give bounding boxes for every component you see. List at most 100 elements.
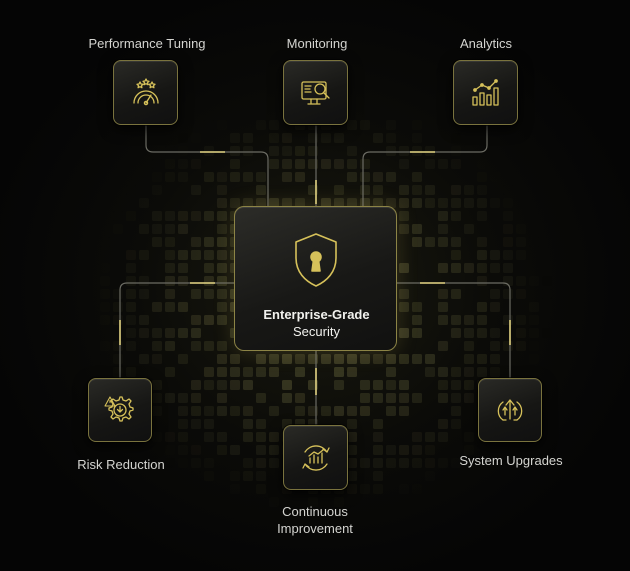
grid-cell	[243, 471, 253, 481]
grid-cell	[217, 341, 227, 351]
grid-cell	[373, 484, 383, 494]
grid-cell	[217, 445, 227, 455]
grid-cell	[451, 419, 461, 429]
grid-cell	[438, 315, 448, 325]
grid-cell	[126, 302, 136, 312]
grid-cell	[178, 354, 188, 364]
performance-tuning-card[interactable]	[113, 60, 178, 125]
grid-cell	[126, 263, 136, 273]
connector-performance	[145, 125, 269, 206]
grid-cell	[412, 393, 422, 403]
grid-cell	[373, 354, 383, 364]
speedometer-stars-icon	[132, 77, 159, 105]
grid-cell	[451, 250, 461, 260]
grid-cell	[191, 328, 201, 338]
grid-cell	[191, 341, 201, 351]
gear-warning-icon	[104, 396, 134, 422]
grid-cell	[360, 406, 370, 416]
grid-cell	[347, 484, 357, 494]
grid-cell	[386, 406, 396, 416]
grid-cell	[295, 146, 305, 156]
grid-cell	[165, 172, 175, 182]
grid-cell	[425, 445, 435, 455]
analytics-card[interactable]	[453, 60, 518, 125]
grid-cell	[243, 146, 253, 156]
grid-cell	[399, 146, 409, 156]
grid-cell	[165, 328, 175, 338]
grid-cell	[477, 315, 487, 325]
grid-cell	[490, 328, 500, 338]
grid-cell	[412, 185, 422, 195]
grid-cell	[230, 445, 240, 455]
grid-cell	[451, 237, 461, 247]
grid-cell	[295, 198, 305, 208]
grid-cell	[204, 237, 214, 247]
grid-cell	[217, 250, 227, 260]
grid-cell	[451, 328, 461, 338]
monitoring-card[interactable]	[283, 60, 348, 125]
grid-cell	[243, 367, 253, 377]
grid-cell	[165, 263, 175, 273]
grid-cell	[178, 328, 188, 338]
grid-cell	[438, 198, 448, 208]
grid-cell	[321, 198, 331, 208]
grid-cell	[386, 458, 396, 468]
grid-cell	[399, 406, 409, 416]
monitor-magnifier-icon	[300, 80, 330, 105]
grid-cell	[204, 315, 214, 325]
grid-cell	[191, 237, 201, 247]
grid-cell	[412, 315, 422, 325]
grid-cell	[139, 198, 149, 208]
grid-cell	[490, 367, 500, 377]
grid-cell	[204, 419, 214, 429]
risk-reduction-card[interactable]	[88, 378, 152, 442]
grid-cell	[191, 445, 201, 455]
grid-cell	[191, 380, 201, 390]
grid-cell	[230, 146, 240, 156]
grid-cell	[256, 419, 266, 429]
grid-cell	[217, 211, 227, 221]
grid-cell	[269, 406, 279, 416]
grid-cell	[269, 458, 279, 468]
grid-cell	[295, 159, 305, 169]
grid-cell	[360, 393, 370, 403]
grid-cell	[451, 198, 461, 208]
grid-cell	[451, 393, 461, 403]
grid-cell	[451, 367, 461, 377]
grid-cell	[373, 471, 383, 481]
grid-cell	[373, 458, 383, 468]
grid-cell	[165, 237, 175, 247]
grid-cell	[399, 289, 409, 299]
grid-cell	[269, 198, 279, 208]
grid-cell	[165, 341, 175, 351]
bar-chart-trend-icon	[471, 78, 499, 106]
grid-cell	[334, 198, 344, 208]
grid-cell	[256, 484, 266, 494]
grid-cell	[373, 185, 383, 195]
grid-cell	[386, 133, 396, 143]
continuous-improvement-card[interactable]	[283, 425, 348, 490]
grid-cell	[269, 445, 279, 455]
grid-cell	[126, 250, 136, 260]
grid-cell	[217, 263, 227, 273]
grid-cell	[282, 198, 292, 208]
grid-cell	[490, 302, 500, 312]
grid-cell	[178, 263, 188, 273]
grid-cell	[217, 406, 227, 416]
system-upgrades-card[interactable]	[478, 378, 542, 442]
grid-cell	[269, 133, 279, 143]
grid-cell	[347, 198, 357, 208]
grid-cell	[178, 159, 188, 169]
grid-cell	[243, 380, 253, 390]
grid-cell	[399, 211, 409, 221]
grid-cell	[490, 354, 500, 364]
monitoring-label: Monitoring	[286, 36, 348, 51]
grid-cell	[230, 367, 240, 377]
grid-cell	[477, 185, 487, 195]
grid-cell	[386, 367, 396, 377]
grid-cell	[269, 146, 279, 156]
enterprise-security-card[interactable]: Enterprise-Grade Security	[234, 206, 397, 351]
grid-cell	[217, 198, 227, 208]
grid-cell	[256, 393, 266, 403]
analytics-label: Analytics	[459, 36, 513, 51]
